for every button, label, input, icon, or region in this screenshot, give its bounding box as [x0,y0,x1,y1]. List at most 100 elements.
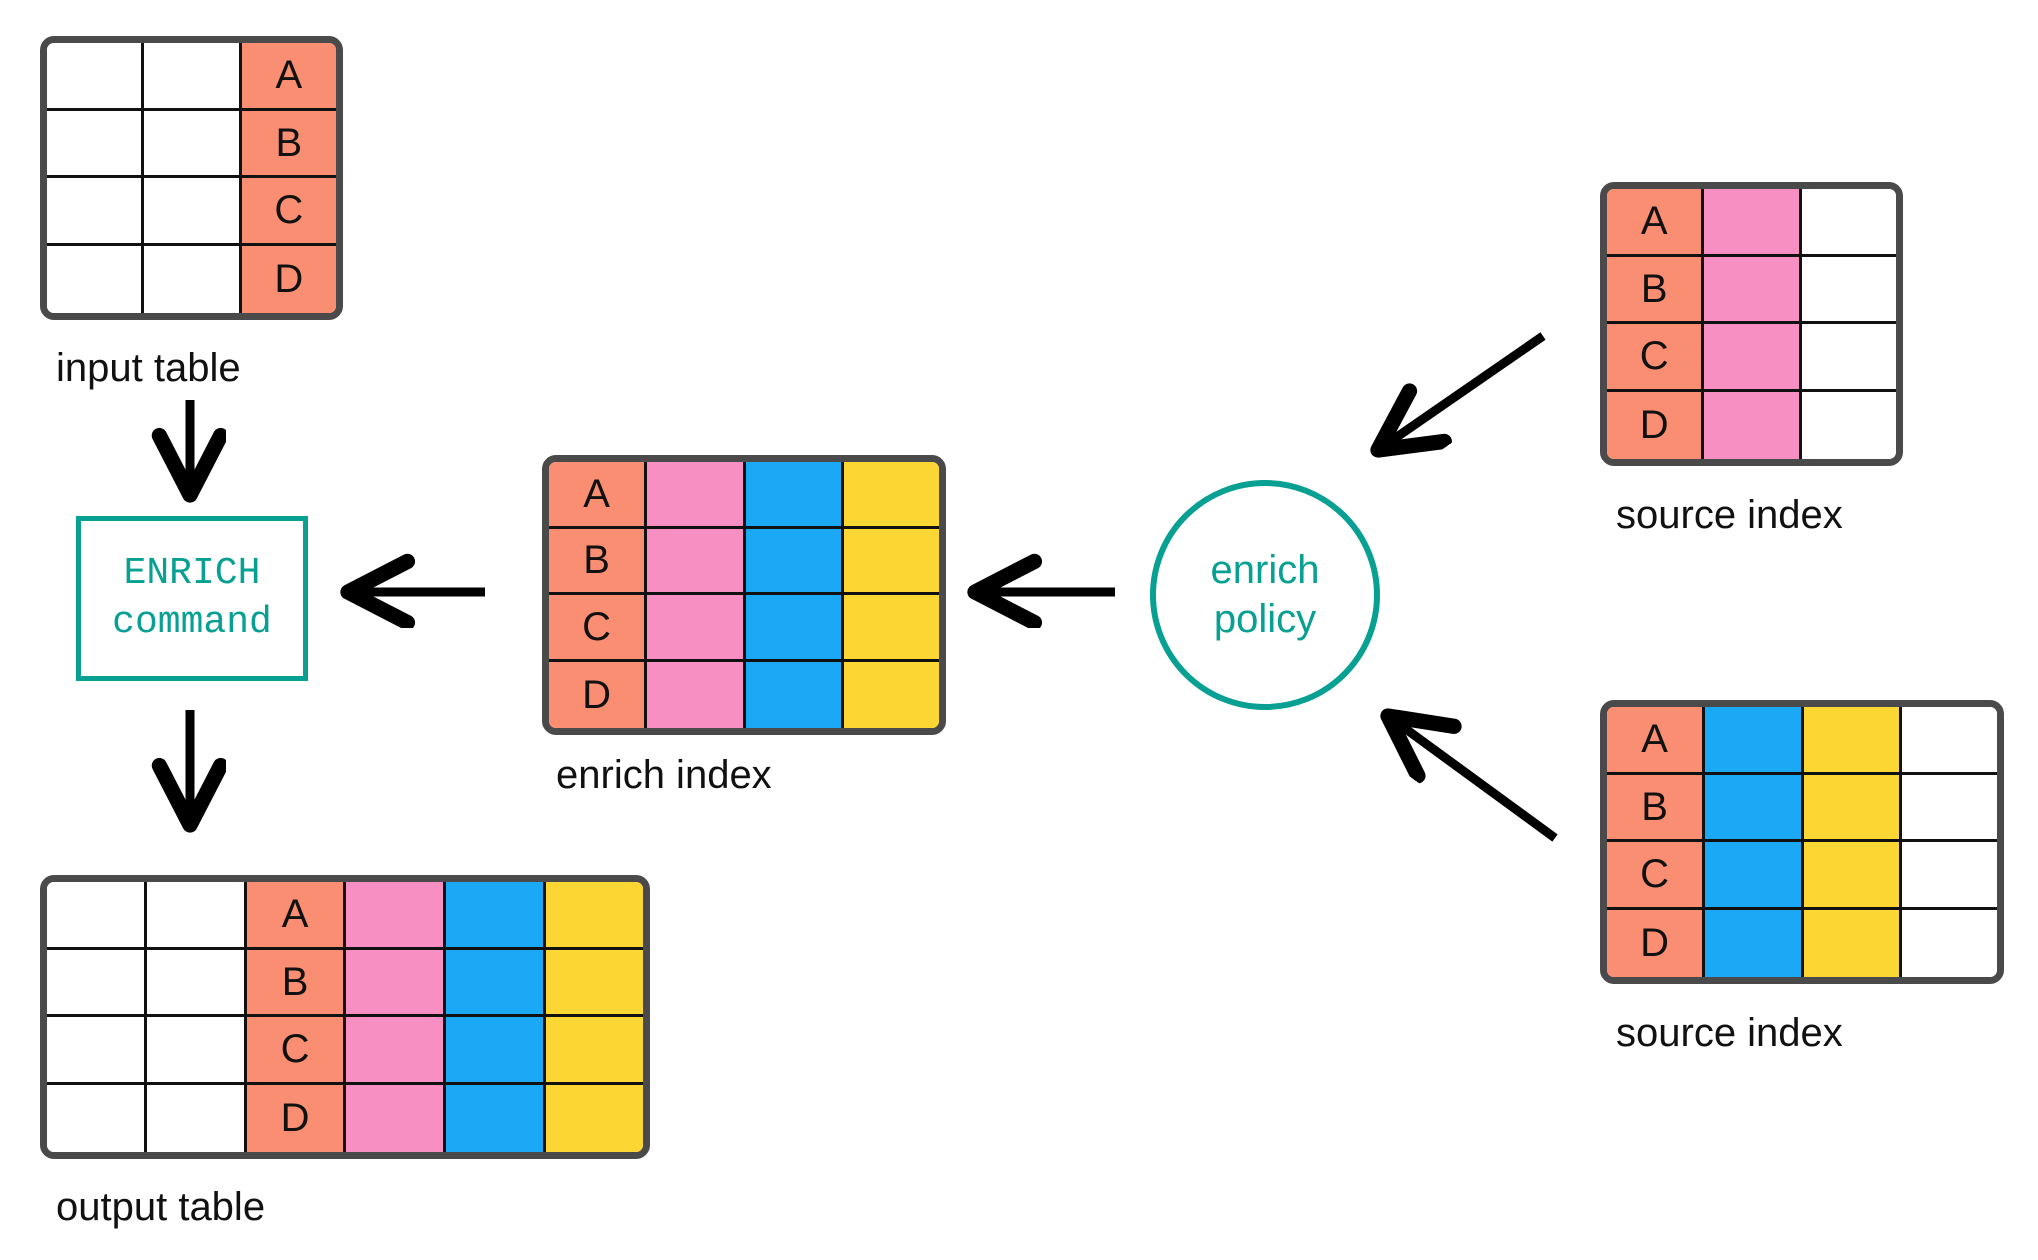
table-row: B [47,949,643,1017]
table-cell [1801,189,1896,257]
table-cell: A [246,882,347,950]
table-row: A [1607,189,1896,257]
table-cell: B [1607,256,1705,324]
table-cell [1803,909,1902,977]
table-cell [47,110,145,178]
table-row: B [549,528,939,595]
table-cell [1901,707,1997,775]
table-row: C [47,1017,643,1085]
table-cell [1704,391,1802,459]
table-row: B [1607,774,1997,842]
table-cell: A [241,43,336,111]
table-cell [1803,707,1902,775]
table-cell [446,1017,547,1085]
table-row: C [47,178,336,246]
table-cell: A [1607,707,1706,775]
table-cell [843,595,939,662]
table-cell: C [549,595,648,662]
input-table-caption: input table [56,346,241,390]
table-cell [745,528,844,595]
table-cell: B [549,528,648,595]
enrich-policy-line2: policy [1213,597,1317,641]
table-cell [47,178,145,246]
table-cell [346,882,447,950]
table-cell [647,661,746,728]
table-row: A [47,43,336,111]
table-cell: C [246,1017,347,1085]
table-cell [843,661,939,728]
table-cell: B [241,110,336,178]
table-cell [745,462,844,529]
output-table-caption: output table [56,1185,266,1229]
table-cell [146,949,247,1017]
enrich-index-caption: enrich index [556,753,772,797]
arrow-source-bottom-to-policy [1388,716,1558,842]
table-cell: C [241,178,336,246]
table-cell [146,1084,247,1152]
enrich-command-line2: command [112,600,272,644]
table-cell [1803,842,1902,910]
table-cell: A [549,462,648,529]
table-row: A [1607,707,1997,775]
table-cell [47,1084,147,1152]
enrich-policy-circle[interactable]: enrich policy [1150,480,1380,710]
table-cell [1901,842,1997,910]
table-cell [745,595,844,662]
source-index-top-caption: source index [1616,493,1843,537]
table-cell [1901,909,1997,977]
table-row: B [47,110,336,178]
table-cell [647,462,746,529]
table-cell [1705,707,1804,775]
table-cell [346,1084,447,1152]
table-cell [1705,842,1804,910]
table-cell [546,1017,643,1085]
table-cell [47,949,147,1017]
table-cell: C [1607,324,1705,392]
table-row: D [549,661,939,728]
table-cell [144,178,242,246]
table-cell [1901,774,1997,842]
table-cell [1801,391,1896,459]
source-index-bottom-caption: source index [1616,1011,1843,1055]
table-cell [146,882,247,950]
table-row: C [1607,324,1896,392]
table-cell: A [1607,189,1705,257]
table-row: D [1607,909,1997,977]
arrow-source-top-to-policy [1378,332,1546,450]
table-cell [647,595,746,662]
enrich-command-box[interactable]: ENRICH command [76,516,308,681]
table-cell: D [246,1084,347,1152]
table-cell [346,1017,447,1085]
table-row: A [549,462,939,529]
table-cell [1704,256,1802,324]
table-cell [47,1017,147,1085]
table-cell [144,245,242,313]
table-cell [446,1084,547,1152]
table-cell [546,949,643,1017]
enrich-command-line1: ENRICH [123,551,261,595]
table-cell: C [1607,842,1706,910]
table-cell [1705,774,1804,842]
table-cell [47,882,147,950]
table-cell: D [241,245,336,313]
table-cell [446,949,547,1017]
table-row: C [549,595,939,662]
table-cell [346,949,447,1017]
table-cell [546,1084,643,1152]
table-cell [144,43,242,111]
table-cell [1704,189,1802,257]
table-cell [446,882,547,950]
table-cell [1803,774,1902,842]
table-cell [647,528,746,595]
table-cell [47,245,145,313]
table-row: D [47,1084,643,1152]
table-cell: B [1607,774,1706,842]
table-cell [843,528,939,595]
table-cell [144,110,242,178]
